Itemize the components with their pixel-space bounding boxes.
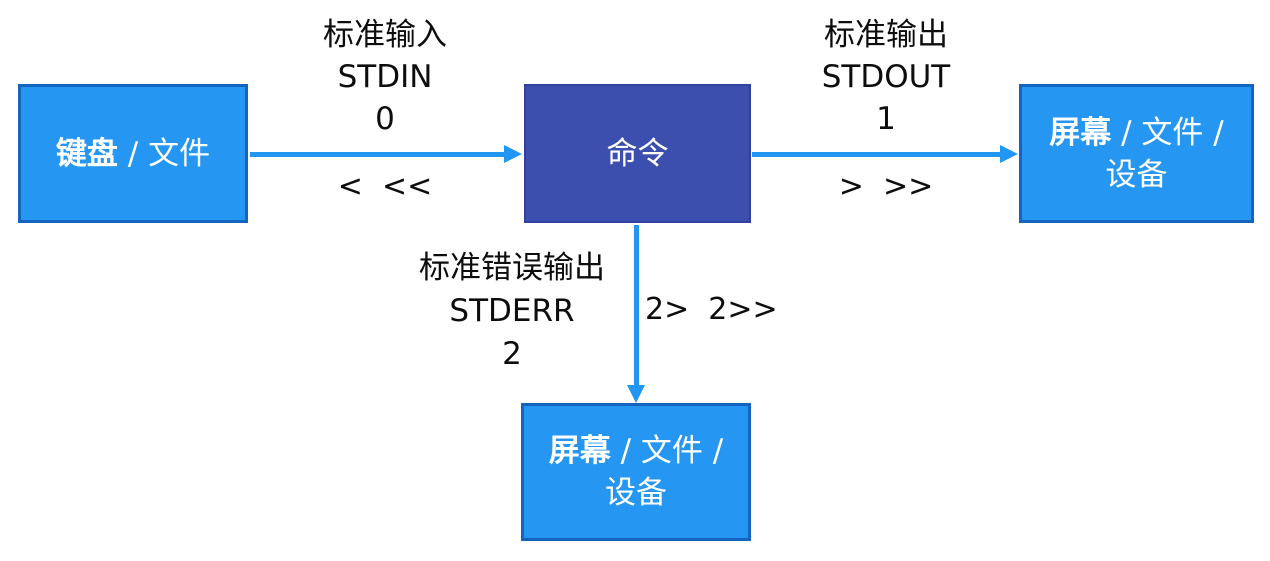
stdout-arrow-line [752,152,1002,157]
node-keyboard-file-label-rest: / 文件 [117,135,211,172]
node-command: 命令 [524,84,751,223]
node-stderr-label: 屏幕 / 文件 / 设备 [549,430,723,514]
stdin-arrow-line [250,152,506,157]
stderr-arrow-line [634,225,639,387]
stdin-fd-number: 0 [375,101,395,137]
node-screen-file-device-stderr: 屏幕 / 文件 / 设备 [521,403,751,541]
stdin-operators: < << [337,169,433,204]
stderr-label-en: STDERR [449,293,575,329]
stdout-label-cn: 标准输出 [824,17,948,53]
node-keyboard-file: 键盘 / 文件 [18,84,248,223]
node-stdout-label: 屏幕 / 文件 / 设备 [1049,112,1223,196]
stderr-arrow-head-icon [627,385,645,403]
stdout-operators: > >> [838,169,934,204]
node-stdout-label-line1: 屏幕 / 文件 / [1049,112,1223,154]
stdin-label-en: STDIN [337,59,433,95]
node-keyboard-file-label-bold: 键盘 [55,135,118,172]
stdout-label-block: 标准输出 STDOUT 1 [786,14,986,140]
stderr-label-block: 标准错误输出 STDERR 2 [392,247,632,376]
stderr-label-cn: 标准错误输出 [419,250,605,286]
stdin-label-cn: 标准输入 [323,17,447,53]
node-stdout-label-line2: 设备 [1105,156,1168,193]
node-stderr-label-rest: / 文件 / [610,433,724,469]
node-stderr-label-line2: 设备 [604,475,667,511]
stdout-fd-number: 1 [876,101,896,137]
node-screen-file-device-stdout: 屏幕 / 文件 / 设备 [1019,84,1254,223]
node-stderr-label-line1: 屏幕 / 文件 / [549,430,723,472]
node-stdout-label-bold: 屏幕 [1049,114,1112,151]
stderr-fd-number: 2 [502,336,522,372]
stdout-label-en: STDOUT [821,59,951,95]
node-command-label: 命令 [606,135,669,172]
stdin-arrow-head-icon [504,145,522,163]
stdout-arrow-head-icon [1000,145,1018,163]
node-keyboard-file-label: 键盘 / 文件 [56,133,210,175]
stdin-label-block: 标准输入 STDIN 0 [285,14,485,140]
stderr-operators: 2> 2>> [645,292,778,327]
node-stderr-label-bold: 屏幕 [548,433,611,469]
node-stdout-label-rest: / 文件 / [1111,114,1224,151]
